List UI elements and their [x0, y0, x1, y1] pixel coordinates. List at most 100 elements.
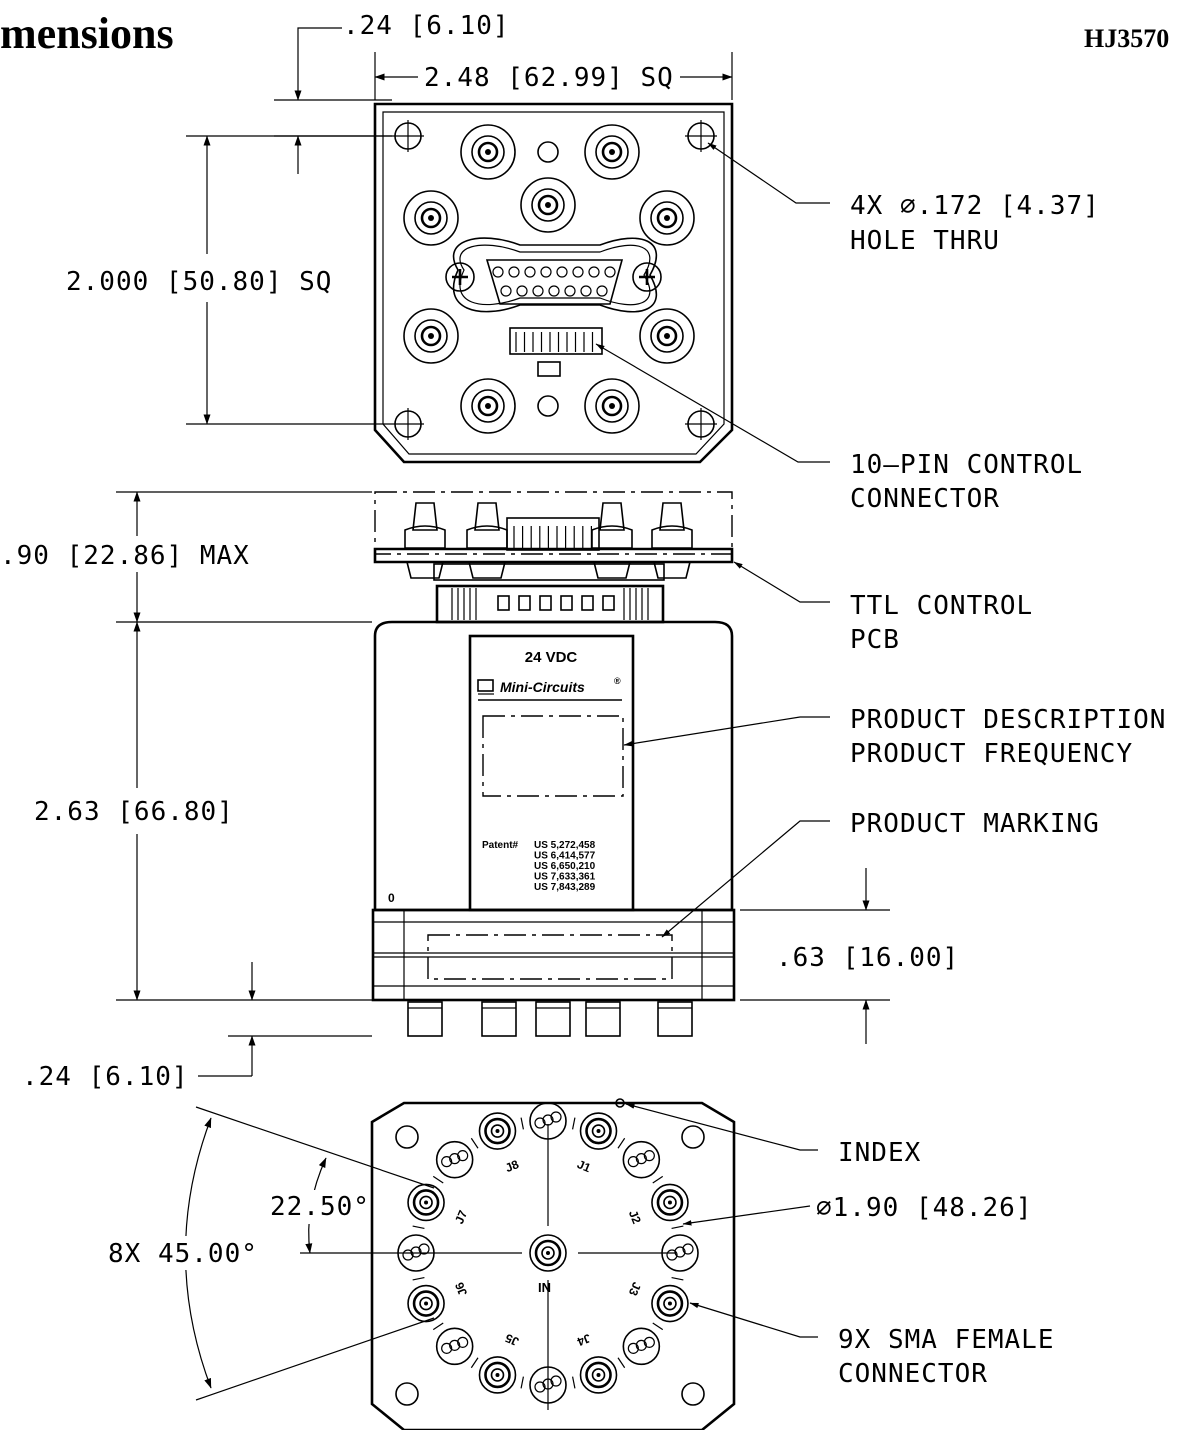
output-port-label: J6 — [452, 1280, 470, 1298]
unused-port — [435, 1327, 474, 1366]
pcb-sma-connector — [651, 502, 693, 579]
bottom-sma-connector — [535, 1001, 571, 1037]
unused-port — [622, 1140, 661, 1179]
unused-port — [661, 1234, 699, 1272]
top-view-dimensions: 2.48 [62.99] SQ .24 [6.10] 2.000 [50.80]… — [60, 11, 733, 425]
output-port-label: J8 — [503, 1157, 521, 1175]
top-view-outline — [373, 102, 734, 464]
patent-heading: Patent# — [482, 840, 519, 851]
bottom-view-annotations: 8X 45.00° 22.50° INDEX ∅1.90 [48.26] 9X … — [100, 1103, 1055, 1401]
unused-port — [397, 1234, 435, 1272]
top-connector-pad — [403, 190, 459, 246]
output-port-label: J4 — [575, 1331, 593, 1349]
top-connector-pad — [460, 124, 516, 180]
output-port-label: J1 — [575, 1157, 593, 1175]
top-connectors — [403, 124, 695, 434]
side-view: 24 VDC Mini-Circuits ® Patent# US 5,272,… — [371, 491, 736, 1037]
patent-number: US 7,633,361 — [534, 872, 596, 883]
angle-offset-dim: 22.50° — [270, 1192, 370, 1222]
top-connector-pad — [520, 177, 576, 233]
bottom-sma-connector — [585, 1001, 621, 1037]
common-port-label: IN — [538, 1280, 551, 1295]
bottom-mounting-holes — [395, 1125, 705, 1406]
product-marking-area — [427, 934, 673, 980]
output-port-j4 — [579, 1356, 618, 1394]
patent-number: US 5,272,458 — [534, 840, 596, 851]
side-mark: 0 — [388, 891, 395, 905]
hole-spacing-dim: 2.000 [50.80] SQ — [66, 267, 332, 297]
control-connector-callout-2: CONNECTOR — [850, 484, 1000, 514]
index-mark — [615, 1098, 625, 1108]
pcb-height-dim: .90 [22.86] MAX — [0, 541, 250, 571]
brand-name: Mini-Circuits — [500, 679, 585, 695]
unused-port — [529, 1366, 567, 1404]
brand-registered-mark: ® — [614, 676, 621, 686]
dsub-shell — [435, 584, 665, 624]
side-view-dimensions: .90 [22.86] MAX 2.63 [66.80] .63 [16.00]… — [0, 491, 959, 1092]
index-callout: INDEX — [838, 1138, 921, 1168]
angle-pitch-dim: 8X 45.00° — [108, 1239, 258, 1269]
control-connector-callout-1: 10—PIN CONTROL — [850, 450, 1083, 480]
connector-protrusion-dim: .24 [6.10] — [22, 1062, 189, 1092]
top-connector-pad — [639, 190, 695, 246]
bottom-sma-connector — [407, 1001, 443, 1037]
product-description-callout-1: PRODUCT DESCRIPTION — [850, 705, 1166, 735]
unused-port — [622, 1327, 661, 1366]
switch-body — [373, 620, 734, 912]
screw-right — [632, 262, 662, 292]
brand-logo-icon — [477, 679, 494, 692]
product-label — [468, 634, 635, 912]
part-number: HJ3570 — [1084, 24, 1169, 53]
top-view — [373, 102, 734, 464]
bolt-circle-callout: ∅1.90 [48.26] — [816, 1193, 1033, 1223]
output-port-j5 — [478, 1356, 517, 1394]
output-port-j6 — [407, 1284, 445, 1323]
dsub-pins — [492, 266, 616, 297]
side-view-callouts: TTL CONTROL PCB PRODUCT DESCRIPTION PROD… — [623, 561, 1166, 938]
body-height-dim: 2.63 [66.80] — [34, 797, 234, 827]
mounting-holes — [392, 120, 717, 440]
control-connector-header — [509, 327, 603, 355]
sma-callout-1: 9X SMA FEMALE — [838, 1325, 1055, 1355]
top-connector-pad — [639, 308, 695, 364]
pcb-sma-connector — [404, 502, 446, 579]
output-port-label: J5 — [503, 1331, 521, 1349]
trace-loop — [452, 237, 657, 313]
output-port-j3 — [651, 1284, 689, 1323]
output-port-j8 — [478, 1112, 517, 1150]
bottom-sma-connector — [481, 1001, 517, 1037]
pcb-sma-connector — [591, 502, 633, 579]
flange-offset-dim: .24 [6.10] — [343, 11, 510, 41]
patent-number: US 7,843,289 — [534, 882, 596, 893]
section-title: mensions — [0, 9, 174, 58]
top-view-callouts: 4X ∅.172 [4.37] HOLE THRU 10—PIN CONTROL… — [595, 142, 1100, 514]
ttl-pcb — [373, 547, 734, 564]
pcb-sma-connector — [466, 502, 508, 579]
sma-callout-2: CONNECTOR — [838, 1359, 988, 1389]
output-port-label: J3 — [626, 1280, 644, 1298]
top-connector-pad — [584, 124, 640, 180]
base-height-dim: .63 [16.00] — [776, 943, 959, 973]
output-port-label: J7 — [452, 1208, 470, 1226]
ttl-pcb-callout-1: TTL CONTROL — [850, 591, 1033, 621]
pcb-envelope — [374, 491, 733, 555]
mounting-holes-callout-2: HOLE THRU — [850, 226, 1000, 256]
output-port-label: J2 — [626, 1208, 644, 1226]
top-view-inner-edge — [382, 111, 725, 455]
output-port-j2 — [651, 1183, 689, 1222]
bottom-view-outline — [370, 1101, 736, 1430]
patent-number: US 6,414,577 — [534, 851, 596, 862]
unused-port — [435, 1140, 474, 1179]
output-port-j7 — [407, 1183, 445, 1222]
bottom-sma-connector — [657, 1001, 693, 1037]
top-connector-pad — [584, 378, 640, 434]
top-connector-pad — [460, 378, 516, 434]
common-port — [529, 1234, 567, 1272]
mounting-holes-callout-1: 4X ∅.172 [4.37] — [850, 191, 1100, 221]
patent-number: US 6,650,210 — [534, 861, 596, 872]
ttl-pcb-callout-2: PCB — [850, 625, 900, 655]
product-marking-callout: PRODUCT MARKING — [850, 809, 1100, 839]
unused-port — [529, 1102, 567, 1140]
